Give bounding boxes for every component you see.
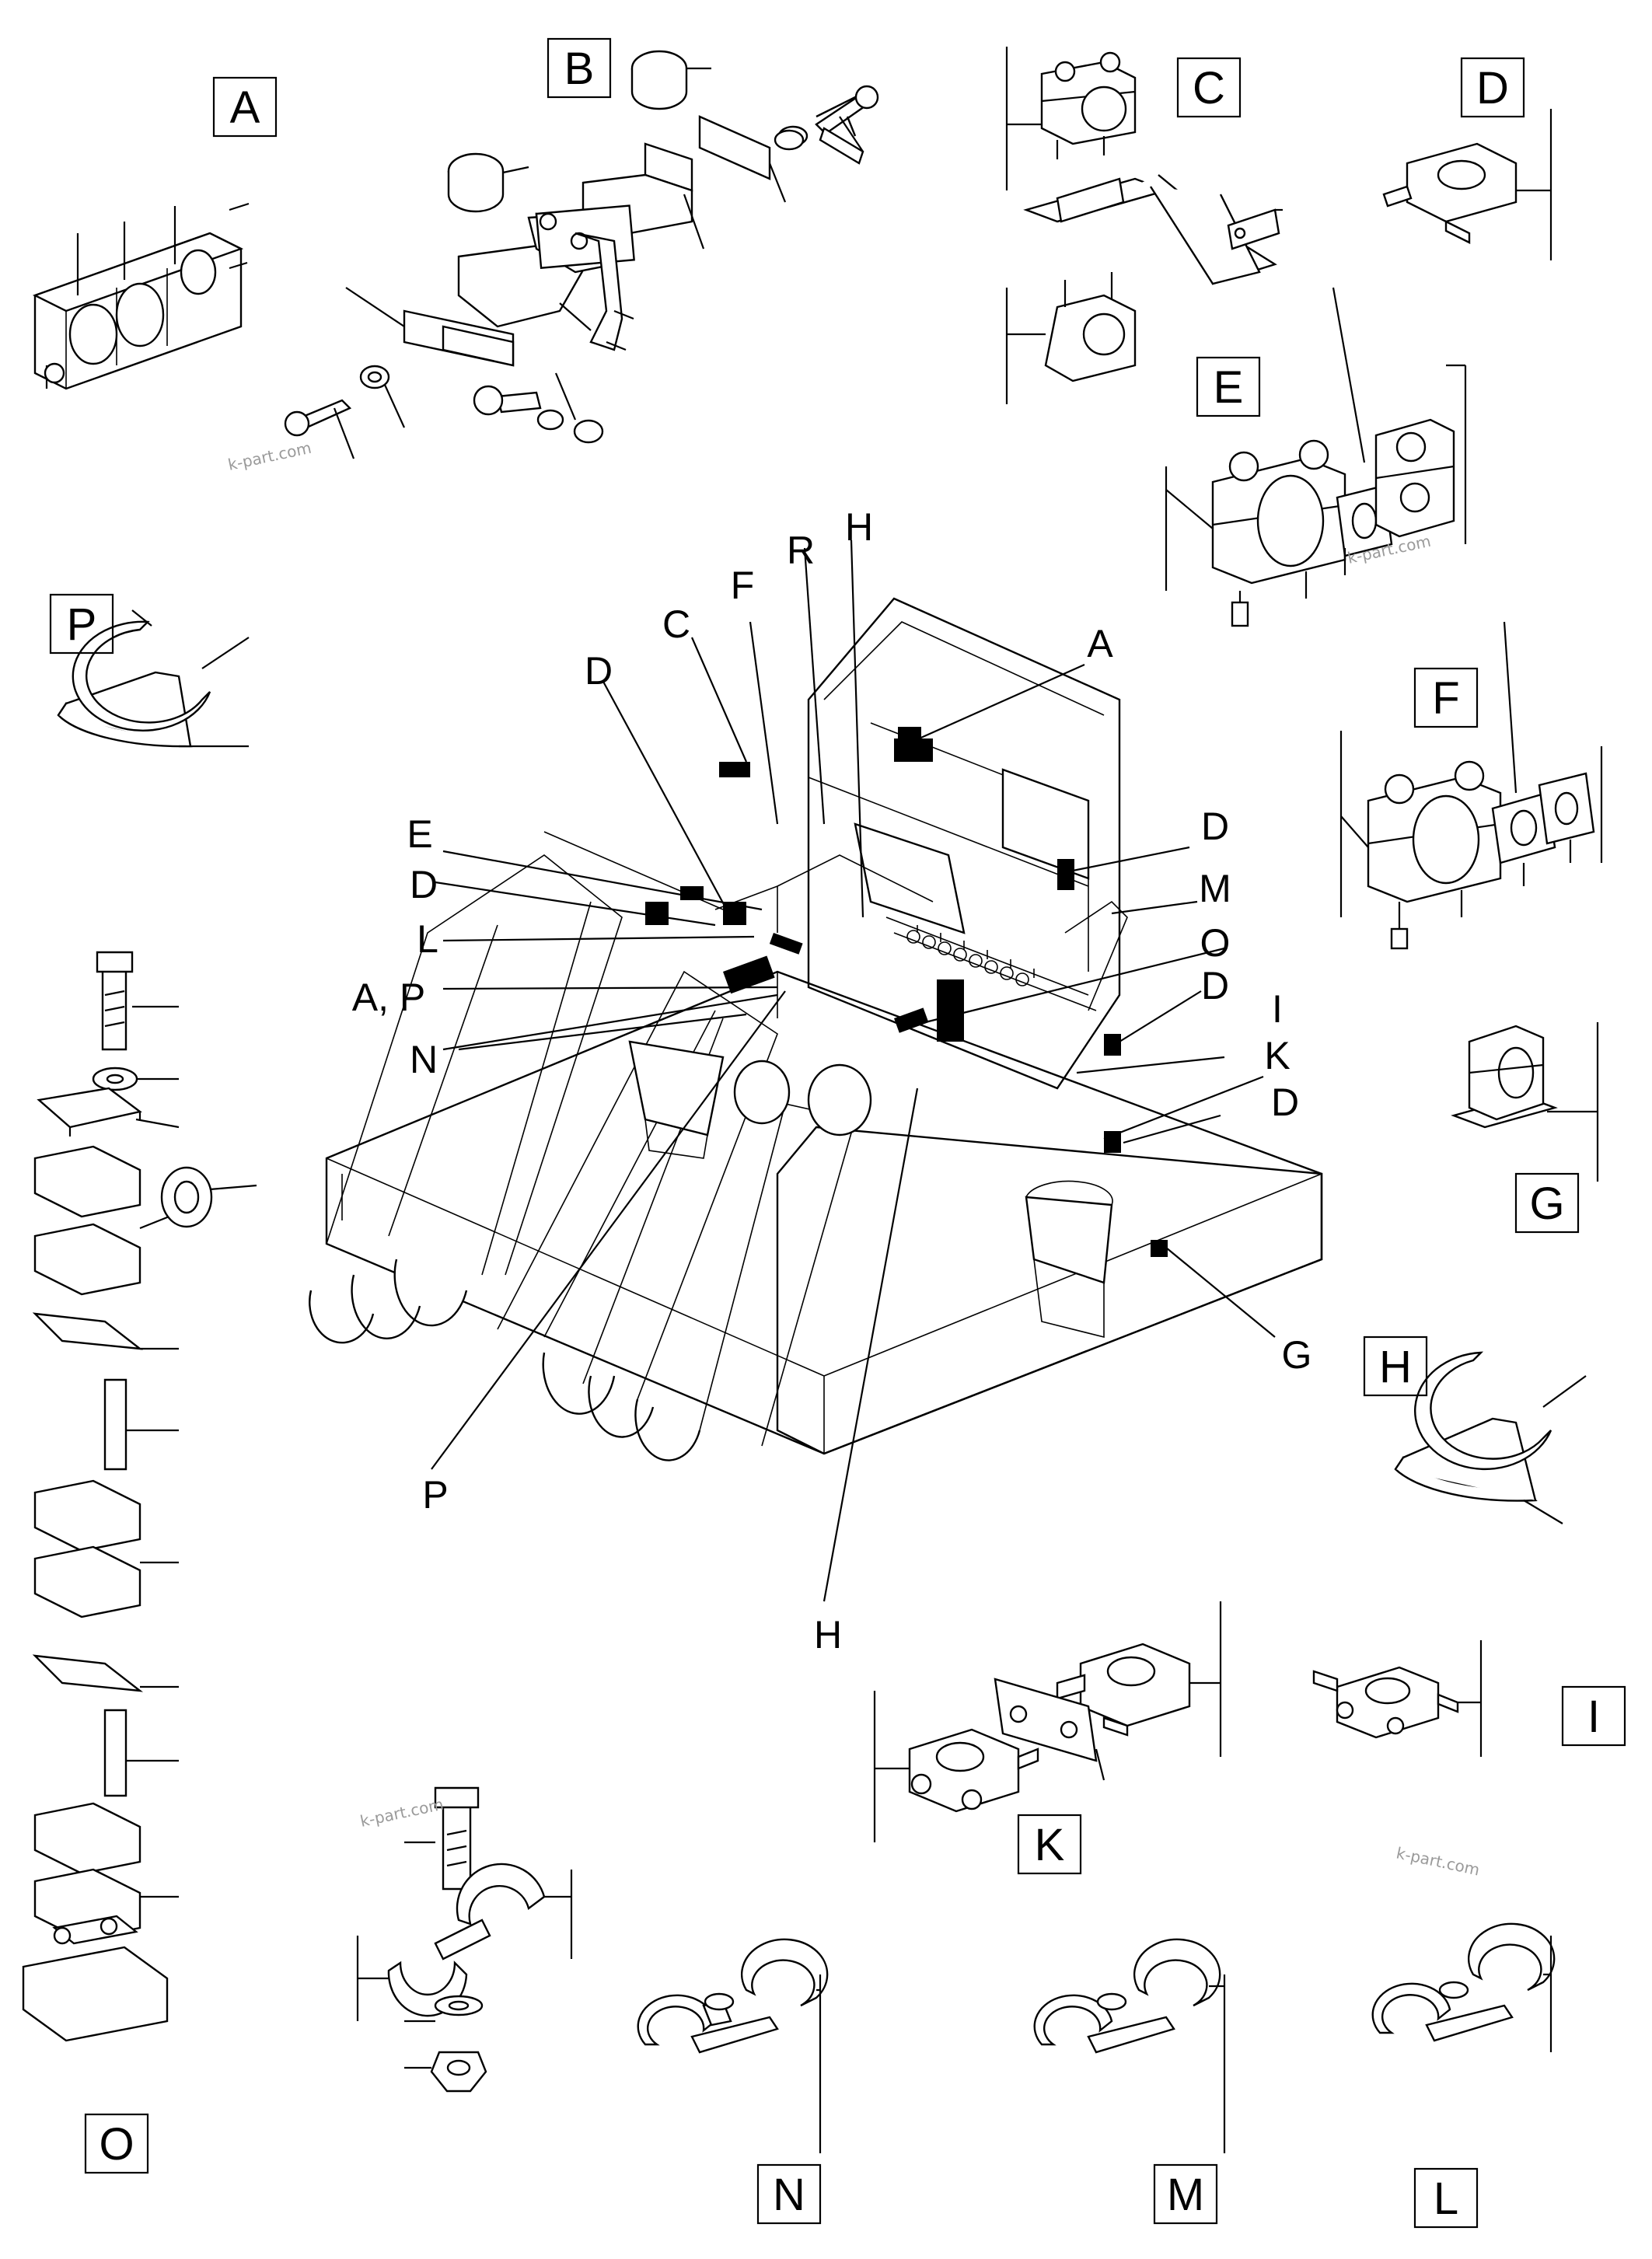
label-o: O	[99, 2119, 134, 2170]
callout-d-right-top: D	[1201, 805, 1229, 848]
callout-m: M	[1199, 867, 1231, 910]
detail-o-clamp-stack	[22, 951, 257, 2042]
callout-lines	[431, 539, 1276, 1602]
callout-i: I	[1272, 987, 1283, 1031]
detail-i-clamp	[1312, 1640, 1483, 1757]
label-d: D	[1476, 63, 1509, 113]
detail-k-clamp-assembly	[873, 1601, 1222, 1842]
label-a: A	[230, 82, 260, 133]
watermark-1: k-part.com	[226, 438, 313, 474]
detail-c-clamp-bracket	[1005, 47, 1283, 404]
label-m: M	[1167, 2170, 1204, 2220]
callout-l: L	[417, 917, 438, 961]
callout-d-right-mid: D	[1201, 964, 1229, 1007]
detail-p-hose-clamp	[57, 609, 250, 748]
callout-d-left-top: D	[585, 649, 613, 693]
callout-a-p: A, P	[352, 976, 425, 1019]
detail-a-clamp-assembly	[32, 202, 250, 390]
label-f: F	[1432, 673, 1459, 724]
callout-a-top: A	[1087, 622, 1113, 665]
detail-g-clamp-base	[1451, 1022, 1599, 1182]
detail-n-clamp	[637, 1938, 829, 2153]
detail-b-clamp-exploded	[284, 50, 879, 459]
label-c: C	[1193, 63, 1225, 113]
callout-n: N	[410, 1038, 438, 1081]
detail-m-clamp	[1033, 1938, 1226, 2153]
boxed-labels: A B C D E P F G H I K O N M L	[49, 37, 1626, 2229]
callout-c: C	[662, 602, 690, 646]
callout-d-left: D	[410, 863, 438, 906]
label-b: B	[564, 44, 595, 94]
callout-h-top: H	[845, 505, 873, 549]
callout-r: R	[787, 529, 815, 572]
callout-labels: H R F C A D D E D L M A, P O N D I K D G…	[352, 505, 1312, 1657]
detail-h-hose-clamp	[1394, 1351, 1587, 1524]
detail-d-clamp	[1382, 109, 1552, 260]
label-n: N	[773, 2170, 805, 2220]
callout-f: F	[731, 564, 755, 607]
label-e: E	[1214, 362, 1244, 413]
detail-f-clamp-assembly	[1339, 621, 1603, 950]
callout-p-bottom: P	[422, 1473, 448, 1517]
location-markers	[645, 727, 1168, 1257]
label-i: I	[1587, 1692, 1600, 1742]
detail-l-clamp	[1371, 1922, 1556, 2052]
watermark-3: k-part.com	[358, 1795, 445, 1831]
callout-e: E	[407, 812, 432, 856]
label-k: K	[1035, 1820, 1065, 1870]
label-g: G	[1529, 1178, 1564, 1229]
label-l: L	[1434, 2173, 1458, 2224]
callout-k: K	[1264, 1034, 1290, 1077]
callout-d-right-low: D	[1271, 1081, 1299, 1124]
callout-h-bottom: H	[814, 1613, 842, 1657]
detail-e-clamp-assembly	[1165, 287, 1467, 627]
detail-bolt-clamp-assembly	[356, 1786, 573, 2093]
main-frame-assembly	[309, 854, 1323, 1461]
watermark-4: k-part.com	[1395, 1843, 1482, 1879]
label-p: P	[67, 599, 97, 650]
upper-rack	[543, 597, 1128, 1090]
label-h: H	[1379, 1342, 1412, 1392]
callout-g: G	[1282, 1333, 1312, 1377]
callout-o: O	[1200, 921, 1231, 965]
